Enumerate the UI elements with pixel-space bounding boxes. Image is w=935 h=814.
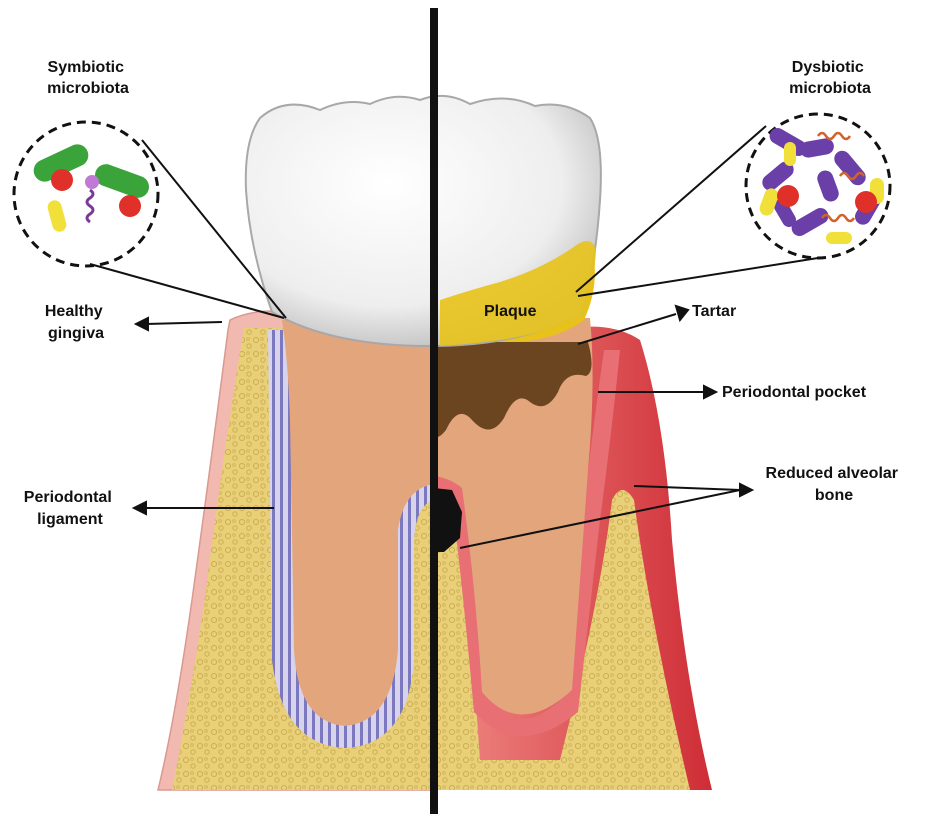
red-coccus bbox=[777, 185, 799, 207]
commensal-coccus bbox=[51, 169, 73, 191]
label-dysbiotic-microbiota: Dysbiotic microbiota bbox=[789, 59, 871, 97]
label-reduced-alveolar-bone: Reduced alveolar bone bbox=[766, 465, 903, 504]
dysbiotic-microbiota-circle bbox=[746, 114, 890, 258]
label-periodontal-pocket: Periodontal pocket bbox=[722, 384, 867, 401]
label-symbiotic-microbiota: Symbiotic microbiota bbox=[47, 59, 129, 97]
label-periodontal-ligament: Periodontal ligament bbox=[24, 489, 116, 528]
label-plaque: Plaque bbox=[484, 303, 537, 320]
symbiotic-microbiota-circle bbox=[14, 122, 158, 266]
yellow-rod bbox=[826, 232, 852, 244]
commensal-coccus bbox=[85, 175, 99, 189]
red-coccus bbox=[855, 191, 877, 213]
center-divider bbox=[430, 8, 438, 814]
healthy-side bbox=[158, 311, 434, 790]
connector-line bbox=[576, 126, 766, 292]
connector-line bbox=[90, 264, 284, 318]
yellow-rod bbox=[784, 142, 796, 166]
label-healthy-gingiva: Healthy gingiva bbox=[45, 303, 107, 342]
connector-line bbox=[578, 258, 818, 296]
commensal-coccus bbox=[119, 195, 141, 217]
label-tartar: Tartar bbox=[692, 303, 736, 320]
